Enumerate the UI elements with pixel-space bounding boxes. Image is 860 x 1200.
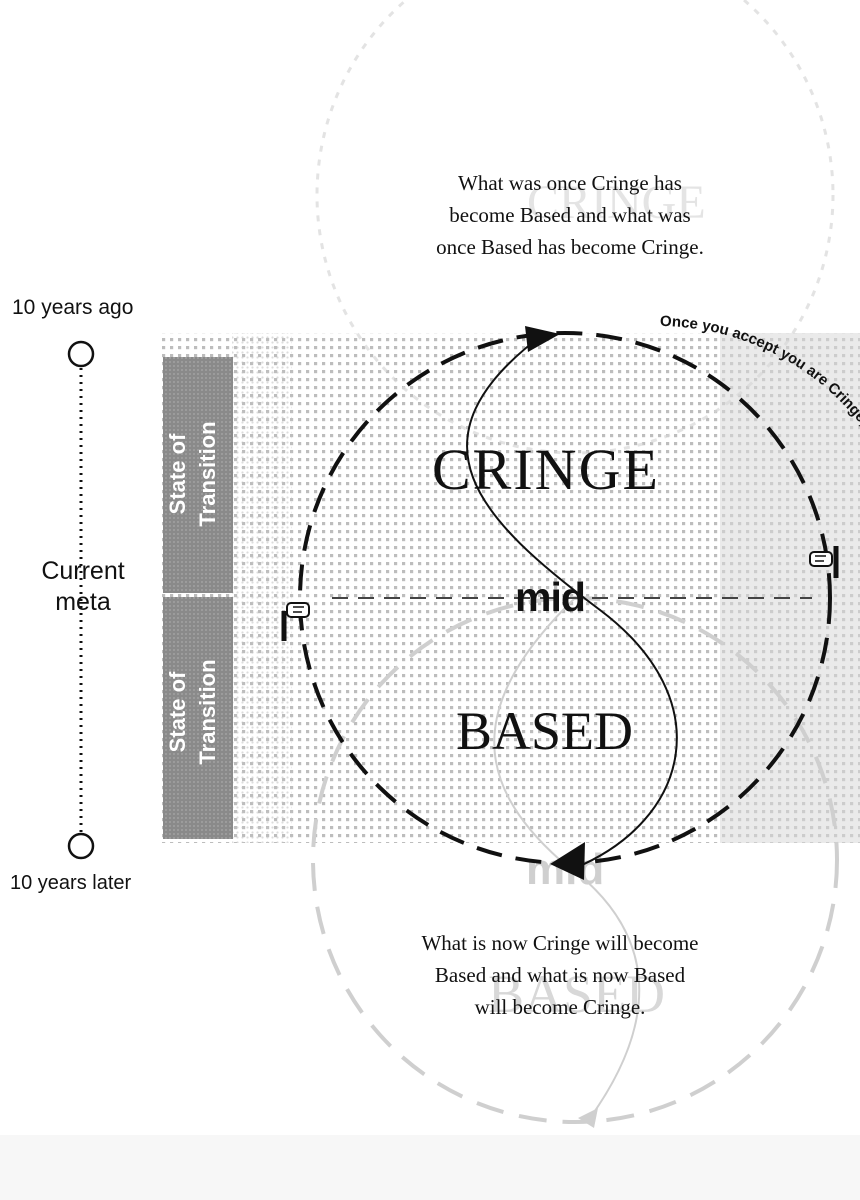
- timeline-label-current: Current meta: [8, 556, 158, 618]
- caption-past-line: What was once Cringe has: [458, 171, 682, 195]
- s-curve-lower-arrow: [550, 842, 585, 880]
- pointing-hand-left-icon: [281, 602, 310, 641]
- timeline-label-past: 10 years ago: [12, 296, 134, 319]
- mid-word: mid: [515, 574, 586, 620]
- caption-past: What was once Cringe has become Based an…: [385, 167, 755, 263]
- cringe-word: CRINGE: [432, 437, 660, 502]
- halftone-band-shade: [720, 333, 860, 843]
- caption-future-line: What is now Cringe will become: [421, 931, 699, 955]
- based-word: BASED: [456, 701, 634, 761]
- caption-past-line: become Based and what was: [449, 203, 691, 227]
- transition-band-lower: [163, 597, 233, 839]
- transition-label-line: Transition: [195, 421, 220, 527]
- caption-future-line: Based and what is now Based: [434, 963, 686, 987]
- bottom-band: [0, 1135, 860, 1200]
- timeline-node-past: [67, 340, 95, 368]
- timeline-node-future: [67, 832, 95, 860]
- transition-label-line: Transition: [195, 659, 220, 765]
- caption-future: What is now Cringe will become Based and…: [375, 927, 745, 1023]
- transition-label-line: State of: [165, 671, 190, 753]
- s-curve-upper-arrow: [525, 326, 560, 352]
- halftone-fade: [232, 333, 292, 843]
- transition-label-upper: State of Transition: [163, 404, 229, 544]
- transition-label-lower: State of Transition: [163, 642, 229, 782]
- timeline-label-current-line: Current: [41, 557, 125, 585]
- caption-future-line: will become Cringe.: [474, 995, 646, 1019]
- transition-band-upper: [163, 357, 233, 593]
- caption-past-line: once Based has become Cringe.: [436, 235, 704, 259]
- timeline-label-current-line: meta: [55, 588, 111, 616]
- ghost-lower-word: BASED: [488, 964, 665, 1024]
- transition-label-line: State of: [165, 433, 190, 515]
- pointing-hand-right-icon: [809, 546, 839, 578]
- s-curve: [466, 332, 678, 869]
- ghost-upper-word: CRINGE: [527, 176, 706, 229]
- ghost-upper-cycle: [315, 0, 835, 455]
- timeline-label-future: 10 years later: [10, 872, 132, 894]
